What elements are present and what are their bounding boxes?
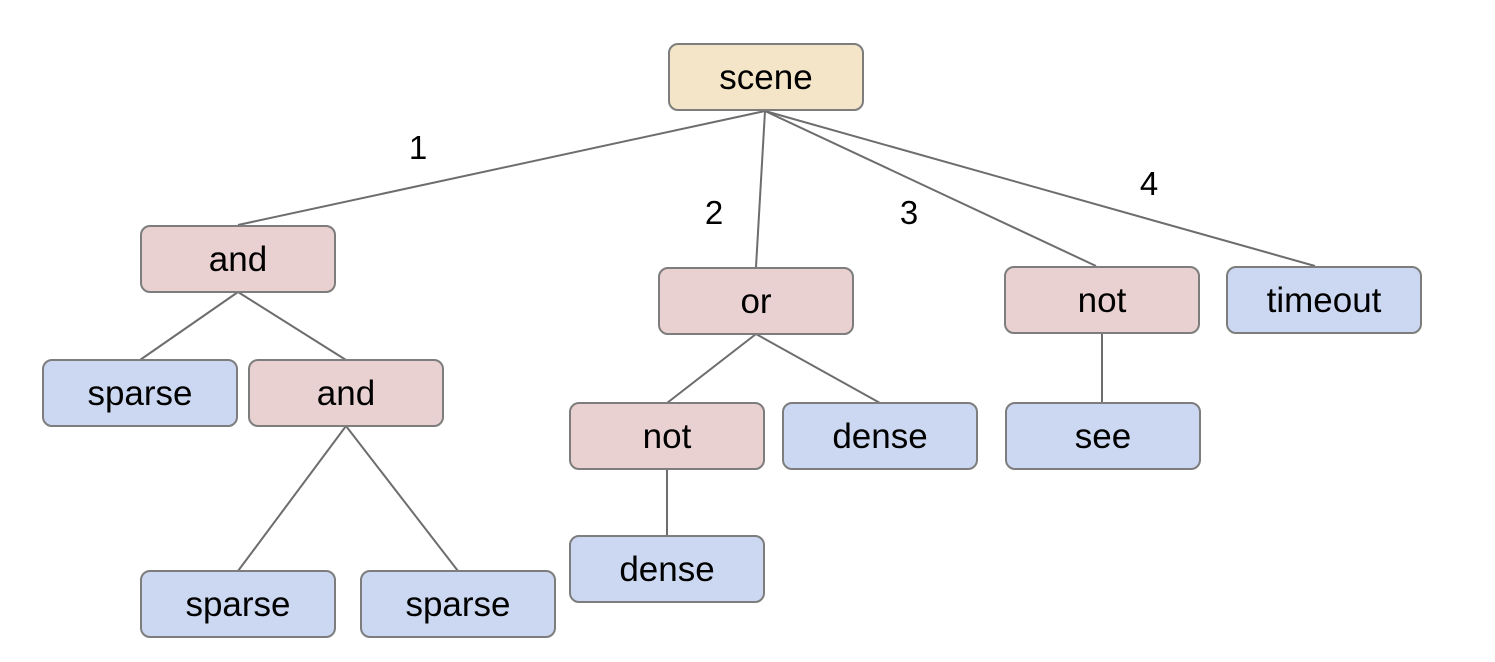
edge-and2-sparse2 [237, 425, 347, 572]
edge-and-and [237, 291, 347, 361]
node-or: or [658, 267, 854, 335]
node-dense-1: dense [782, 402, 978, 470]
node-see: see [1005, 402, 1201, 470]
node-and-2: and [248, 359, 444, 427]
edge-or-dense [755, 333, 881, 404]
node-not-2: not [569, 402, 765, 470]
edge-or-not2 [666, 333, 757, 404]
edge-scene-timeout [764, 110, 1316, 267]
edge-label-2: 2 [704, 194, 724, 231]
node-timeout: timeout [1226, 266, 1422, 334]
node-sparse-1: sparse [42, 359, 238, 427]
edge-label-1: 1 [408, 129, 428, 166]
edge-and2-sparse3 [345, 425, 459, 572]
node-scene: scene [668, 43, 864, 111]
edge-and-sparse [139, 291, 239, 361]
node-sparse-3: sparse [360, 570, 556, 638]
node-dense-2: dense [569, 535, 765, 603]
edge-label-3: 3 [899, 194, 919, 231]
node-sparse-2: sparse [140, 570, 336, 638]
edge-scene-and [237, 110, 766, 226]
edge-label-4: 4 [1139, 165, 1159, 202]
edge-scene-not [764, 110, 1097, 267]
node-and-1: and [140, 225, 336, 293]
node-not-1: not [1004, 266, 1200, 334]
edge-scene-or [755, 110, 766, 268]
